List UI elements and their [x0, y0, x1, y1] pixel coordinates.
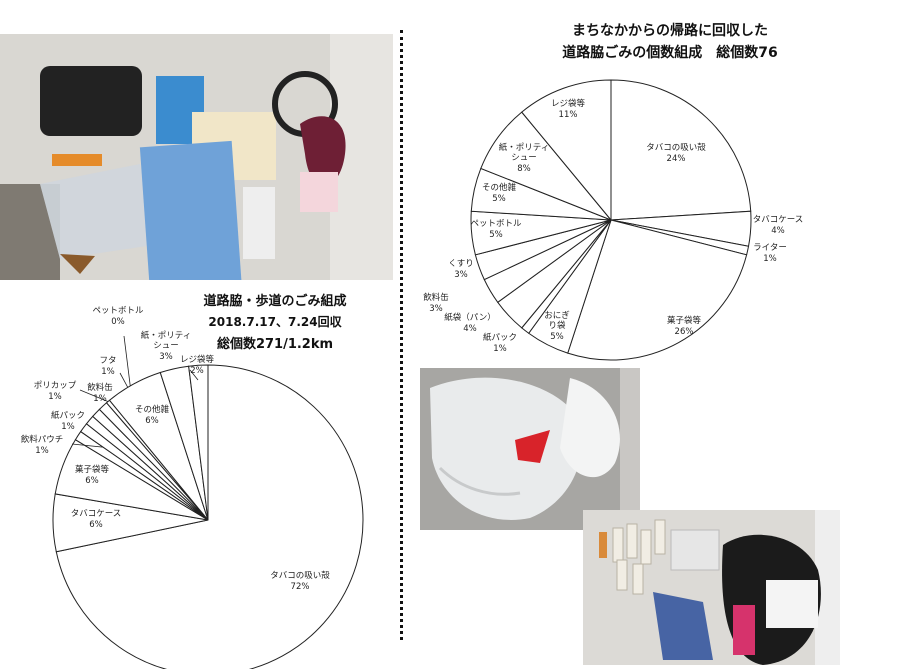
right-chart-title: まちなかからの帰路に回収した [572, 23, 768, 39]
pie-slice [521, 79, 612, 222]
slice-label: 紙袋（パン）4% [444, 312, 495, 334]
left-chart-total: 総個数271/1.2km [216, 337, 334, 352]
dotted-divider [400, 30, 403, 640]
pie-slice [55, 364, 364, 669]
left-chart-subtitle: 2018.7.17、7.24回収 [208, 315, 342, 329]
pie-slice [610, 79, 752, 221]
pie-slice [188, 364, 209, 521]
litter-photo-top [0, 34, 393, 280]
leader-line [189, 369, 199, 381]
litter-photo-bags [420, 368, 640, 530]
litter-photo-butts [583, 510, 840, 665]
pie-slice [567, 219, 748, 361]
right-chart-subtitle: 道路脇ごみの個数組成 総個数76 [562, 45, 778, 61]
left-chart-title: 道路脇・歩道のごみ組成 [203, 294, 347, 309]
